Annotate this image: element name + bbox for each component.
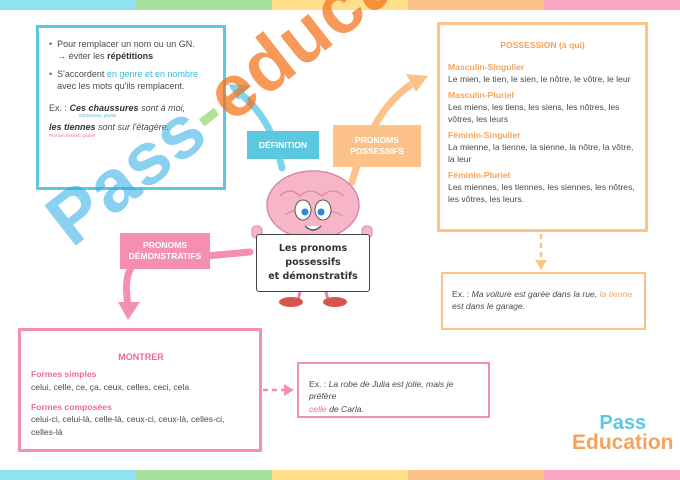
- definition-arrow-head: [228, 84, 250, 100]
- possession-text-fs: La mienne, la tienne, la sienne, la nôtr…: [448, 142, 634, 165]
- demonstratif-ex-text-b: de Carla.: [326, 403, 364, 414]
- definition-example-1: Ex. : Ces chaussures sont à moi,: [49, 102, 215, 114]
- top-color-stripe: [0, 0, 680, 10]
- possessifs-arrow-head: [406, 74, 428, 92]
- possession-text-mp: Les miens, les tiens, les siens, les nôt…: [448, 102, 620, 125]
- brain-mascot: [251, 170, 373, 307]
- pass-education-logo: Pass Education: [572, 412, 674, 454]
- possession-box: POSSESSION (à qui) Masculin-Singulier Le…: [437, 22, 648, 232]
- possession-ex-text-b: est dans le garage.: [452, 301, 526, 312]
- definition-b1-line2-pre: → éviter les: [57, 51, 108, 62]
- possession-ex-text-a: Ma voiture est garée dans la rue,: [471, 289, 600, 299]
- definition-ex2-bold: les tiennes: [49, 121, 96, 132]
- possession-text-ms: Le mien, le tien, le sien, le nôtre, le …: [448, 74, 631, 85]
- demonstratifs-simple-text: celui, celle, ce, ça, ceux, celles, ceci…: [31, 381, 190, 392]
- bullet-dot-icon: •: [49, 39, 53, 49]
- definition-example-2: les tiennes sont sur l'étagère.: [49, 121, 215, 133]
- definition-ex2-rest: sont sur l'étagère.: [95, 121, 170, 132]
- definition-b1-text: Pour remplacer un nom ou un GN.: [57, 39, 195, 49]
- demonstratifs-tag: PRONOMS DÉMONSTRATIFS: [120, 233, 210, 269]
- possession-ex-highlight: la tienne: [599, 289, 633, 299]
- demonstratifs-compound-text: celui-ci, celui-là, celle-là, ceux-ci, c…: [31, 414, 225, 437]
- demonstratif-example-box: Ex. : La robe de Julia est jolie, mais j…: [297, 362, 490, 418]
- definition-ex2-note: Pronom féminin, pluriel: [49, 132, 96, 138]
- definition-ex1-note: GN féminin, pluriel: [79, 112, 117, 118]
- definition-ex1-bold: Ces chaussures: [69, 102, 139, 113]
- definition-b2-highlight: en genre et en nombre: [106, 69, 198, 80]
- demonstratifs-arrow-head: [118, 302, 140, 320]
- definition-b2-pre: S'accordent: [57, 69, 107, 80]
- possession-dash-arrow-head: [535, 260, 547, 270]
- possession-example-box: Ex. : Ma voiture est garée dans la rue, …: [441, 272, 646, 330]
- definition-ex1-rest: sont à moi,: [138, 102, 186, 113]
- demonstratifs-simple-label: Formes simples: [31, 369, 97, 380]
- definition-b2-line2: avec les mots qu'ils remplacent.: [57, 81, 185, 92]
- demonstratifs-compound-label: Formes composées: [31, 401, 112, 412]
- definition-bullet-2: • S'accordent en genre et en nombre avec…: [49, 68, 215, 92]
- definition-bullet-1: • Pour remplacer un nom ou un GN. → évit…: [49, 38, 215, 62]
- demonstratif-ex-highlight: celle: [309, 403, 327, 414]
- logo-bottom-text: Education: [572, 431, 674, 454]
- definition-box: • Pour remplacer un nom ou un GN. → évit…: [36, 25, 226, 190]
- definition-tag: DÉFINITION: [247, 131, 319, 159]
- possession-label-mp: Masculin-Pluriel: [448, 90, 514, 101]
- definition-b1-line2-bold: répétitions: [107, 51, 154, 62]
- possession-ex-prefix: Ex. :: [452, 289, 472, 299]
- title-line-1: Les pronoms possessifs: [278, 242, 348, 268]
- title-line-2: et démonstratifs: [268, 271, 358, 283]
- demonstratif-ex-prefix: Ex. :: [309, 379, 329, 389]
- possession-heading: POSSESSION (à qui): [500, 40, 585, 50]
- possession-label-fs: Féminin-Singulier: [448, 130, 521, 141]
- possession-label-ms: Masculin-Singulier: [448, 62, 525, 73]
- definition-b1-line2: → éviter les répétitions: [57, 50, 195, 62]
- demonstratifs-heading: MONTRER: [118, 352, 164, 362]
- bullet-dot-icon: •: [49, 69, 53, 80]
- title-card: Les pronoms possessifs et démonstratifs: [256, 234, 370, 292]
- definition-ex-prefix: Ex. :: [49, 102, 70, 113]
- demonstratif-dash-arrow-head: [284, 384, 294, 396]
- bottom-color-stripe: [0, 470, 680, 480]
- possessifs-tag: PRONOMS POSSESSIFS: [333, 125, 421, 167]
- demonstratifs-box: MONTRER Formes simples celui, celle, ce,…: [18, 328, 262, 452]
- demonstratif-ex-text-a: La robe de Julia est jolie, mais je préf…: [309, 379, 454, 402]
- definition-b2-line1: S'accordent en genre et en nombre: [57, 68, 198, 80]
- possession-text-fp: Les miennes, les tiennes, les siennes, l…: [448, 182, 635, 205]
- logo-top-text: Pass: [599, 412, 647, 434]
- possession-label-fp: Féminin-Pluriel: [448, 170, 511, 181]
